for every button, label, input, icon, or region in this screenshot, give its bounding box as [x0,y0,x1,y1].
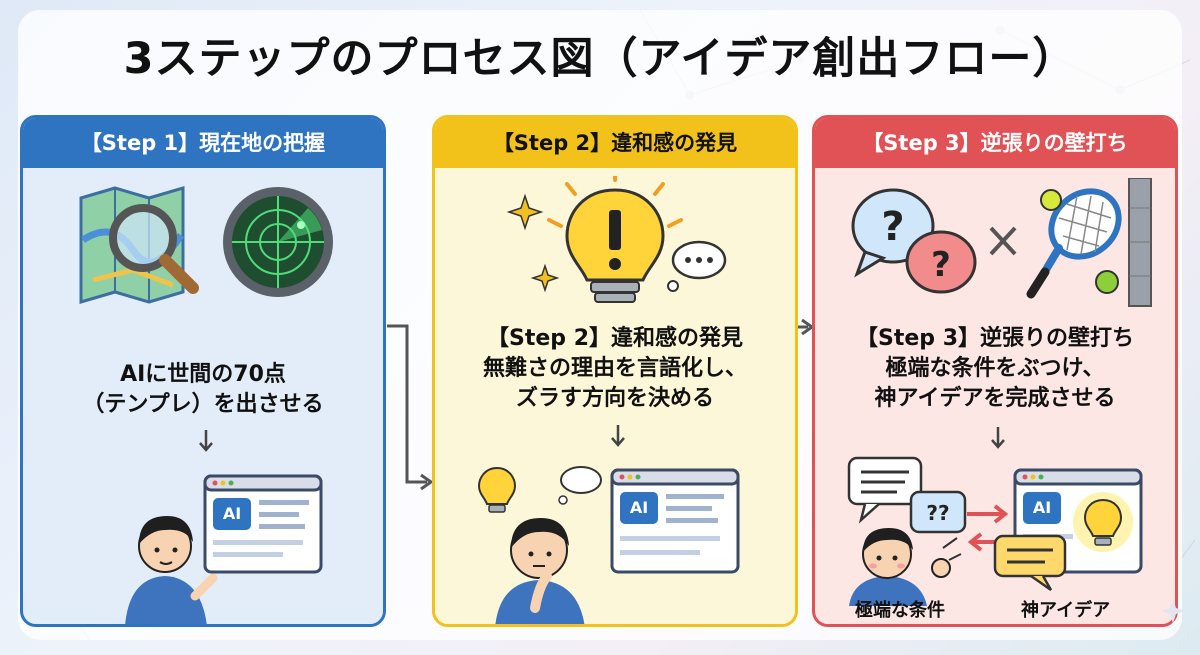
svg-text:??: ?? [926,501,949,525]
svg-text:?: ? [931,245,951,285]
step-1-header: 【Step 1】現在地の把握 [23,118,383,168]
down-arrow [991,427,1005,449]
step-1-illustration [79,185,333,305]
down-arrow [611,425,625,447]
step-3-subheading: 【Step 3】逆張りの壁打ち [856,326,1134,351]
thought-bubble-icon [667,240,727,292]
tennis-racket-icon [1026,188,1122,299]
step-3-panel: 【Step 3】逆張りの壁打ち ? ? 【Step 3】逆張りの [812,115,1178,627]
step-3-header: 【Step 3】逆張りの壁打ち [815,118,1175,168]
browser-window-icon: AI [610,468,740,574]
step-2-subheading: 【Step 2】違和感の発見 [487,326,743,351]
step-3-illustration: ? ? [851,178,1152,307]
lightbulb-icon [477,466,517,513]
step-2-illustration [506,176,727,303]
label-extreme-conditions: 極端な条件 [855,600,945,621]
label-god-idea: 神アイデア [1021,600,1111,621]
speech-bubble-icon: ?? [847,456,967,534]
lightbulb-icon [565,188,665,303]
radar-icon [223,187,333,297]
step-2-panel: 【Step 2】違和感の発見 【Step 2】違和感の発見 無難さの理由を言語化… [432,115,798,627]
ai-badge: AI [629,498,649,517]
question-bubble-icon: ? [905,230,977,294]
page-title: 3ステップのプロセス図（アイデア創出フロー） [123,34,1077,84]
down-arrow [199,430,213,452]
connector-arrow-1-2 [387,324,434,491]
ai-badge: AI [222,504,242,523]
person-icon [125,516,218,624]
wall-icon [1128,178,1152,307]
person-icon [849,528,962,606]
ai-badge: AI [1032,498,1052,517]
step-2-description: 【Step 2】違和感の発見 無難さの理由を言語化し、 ズラす方向を決める [435,324,795,414]
speech-bubble-icon [993,534,1067,592]
browser-window-icon: AI [203,474,323,574]
step-3-description: 【Step 3】逆張りの壁打ち 極端な条件をぶつけ、 神アイデアを完成させる [815,324,1175,414]
sparkle-icon [1161,599,1185,623]
step-1-description: AIに世間の70点 （テンプレ）を出させる [82,362,324,417]
svg-text:?: ? [881,204,904,250]
step-2-header: 【Step 2】違和感の発見 [435,118,795,168]
magnifier-icon [109,204,199,294]
cross-icon [989,226,1017,256]
thinking-person-icon [477,466,602,624]
step-1-panel: 【Step 1】現在地の把握 AIに世間の70点 （テンプレ）を出させる [20,115,386,627]
